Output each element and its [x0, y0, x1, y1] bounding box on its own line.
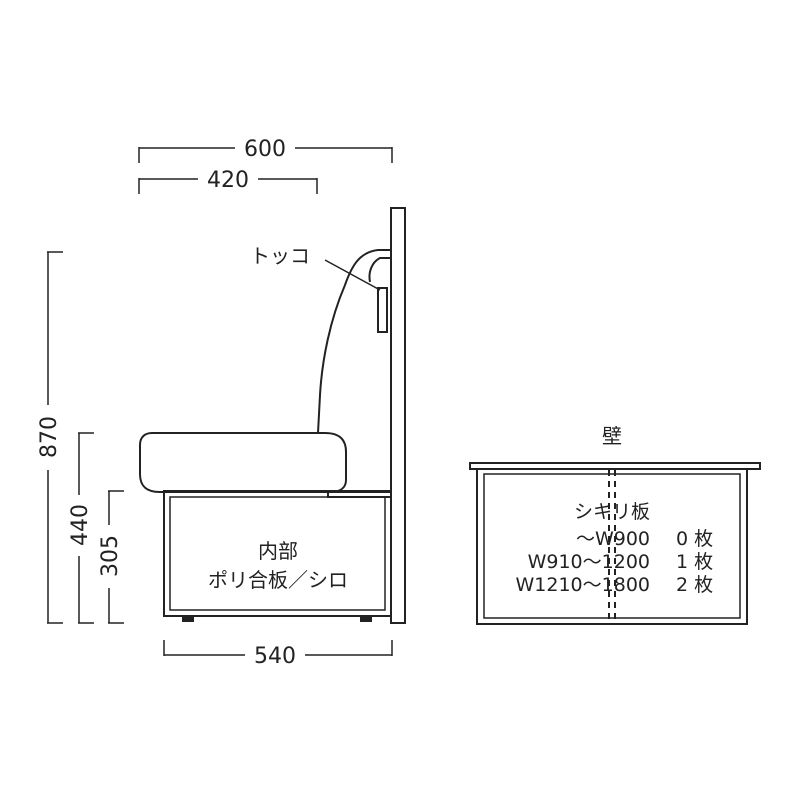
toko-leader-line: [324, 259, 381, 291]
toko-label: トッコ: [250, 244, 310, 268]
partition-row-2-range: W910～1200: [528, 551, 650, 573]
dimension-305: 305: [98, 490, 124, 624]
dimension-305-text: 305: [98, 535, 123, 577]
dimension-870-text: 870: [37, 416, 62, 458]
dimension-870: 870: [37, 251, 63, 624]
interior-label-line1: 内部: [258, 539, 298, 563]
base-box-inner: [169, 496, 386, 611]
interior-label-line2: ポリ合板／シロ: [208, 568, 348, 592]
dimension-540-text: 540: [254, 644, 296, 669]
partition-row-1-range: ～W900: [576, 528, 650, 550]
dimension-420-text: 420: [207, 168, 249, 193]
partition-row-1-count: 0 枚: [676, 528, 713, 550]
dimension-540: 540: [163, 640, 393, 669]
wall-label: 壁: [602, 424, 622, 448]
back-panel: [390, 207, 406, 624]
dimension-600-text: 600: [244, 137, 286, 162]
partition-row-3-count: 2 枚: [676, 574, 713, 596]
toko-callout: トッコ: [250, 244, 381, 291]
backrest-inner: [368, 257, 391, 283]
dimension-440: 440: [68, 432, 94, 624]
backrest-outline: [317, 249, 391, 434]
plan-inner-box: [483, 473, 741, 619]
plan-outer-box: [476, 468, 748, 625]
plan-view: 壁 シキリ板 ～W900 0 枚 W910～1200 1 枚 W1210～180…: [469, 424, 761, 625]
dimension-600: 600: [138, 137, 393, 163]
foot-left: [182, 616, 194, 622]
dimension-440-text: 440: [68, 504, 93, 546]
seat-cushion: [139, 432, 347, 493]
dimension-420: 420: [138, 168, 318, 194]
partition-title: シキリ板: [574, 501, 650, 523]
toko-bracket: [377, 287, 388, 333]
partition-row-3-range: W1210～1800: [516, 574, 651, 596]
base-box-outer: [163, 490, 392, 617]
bench-side-view: 内部 ポリ合板／シロ: [139, 207, 406, 624]
partition-row-2-count: 1 枚: [676, 551, 713, 573]
foot-right: [360, 616, 372, 622]
